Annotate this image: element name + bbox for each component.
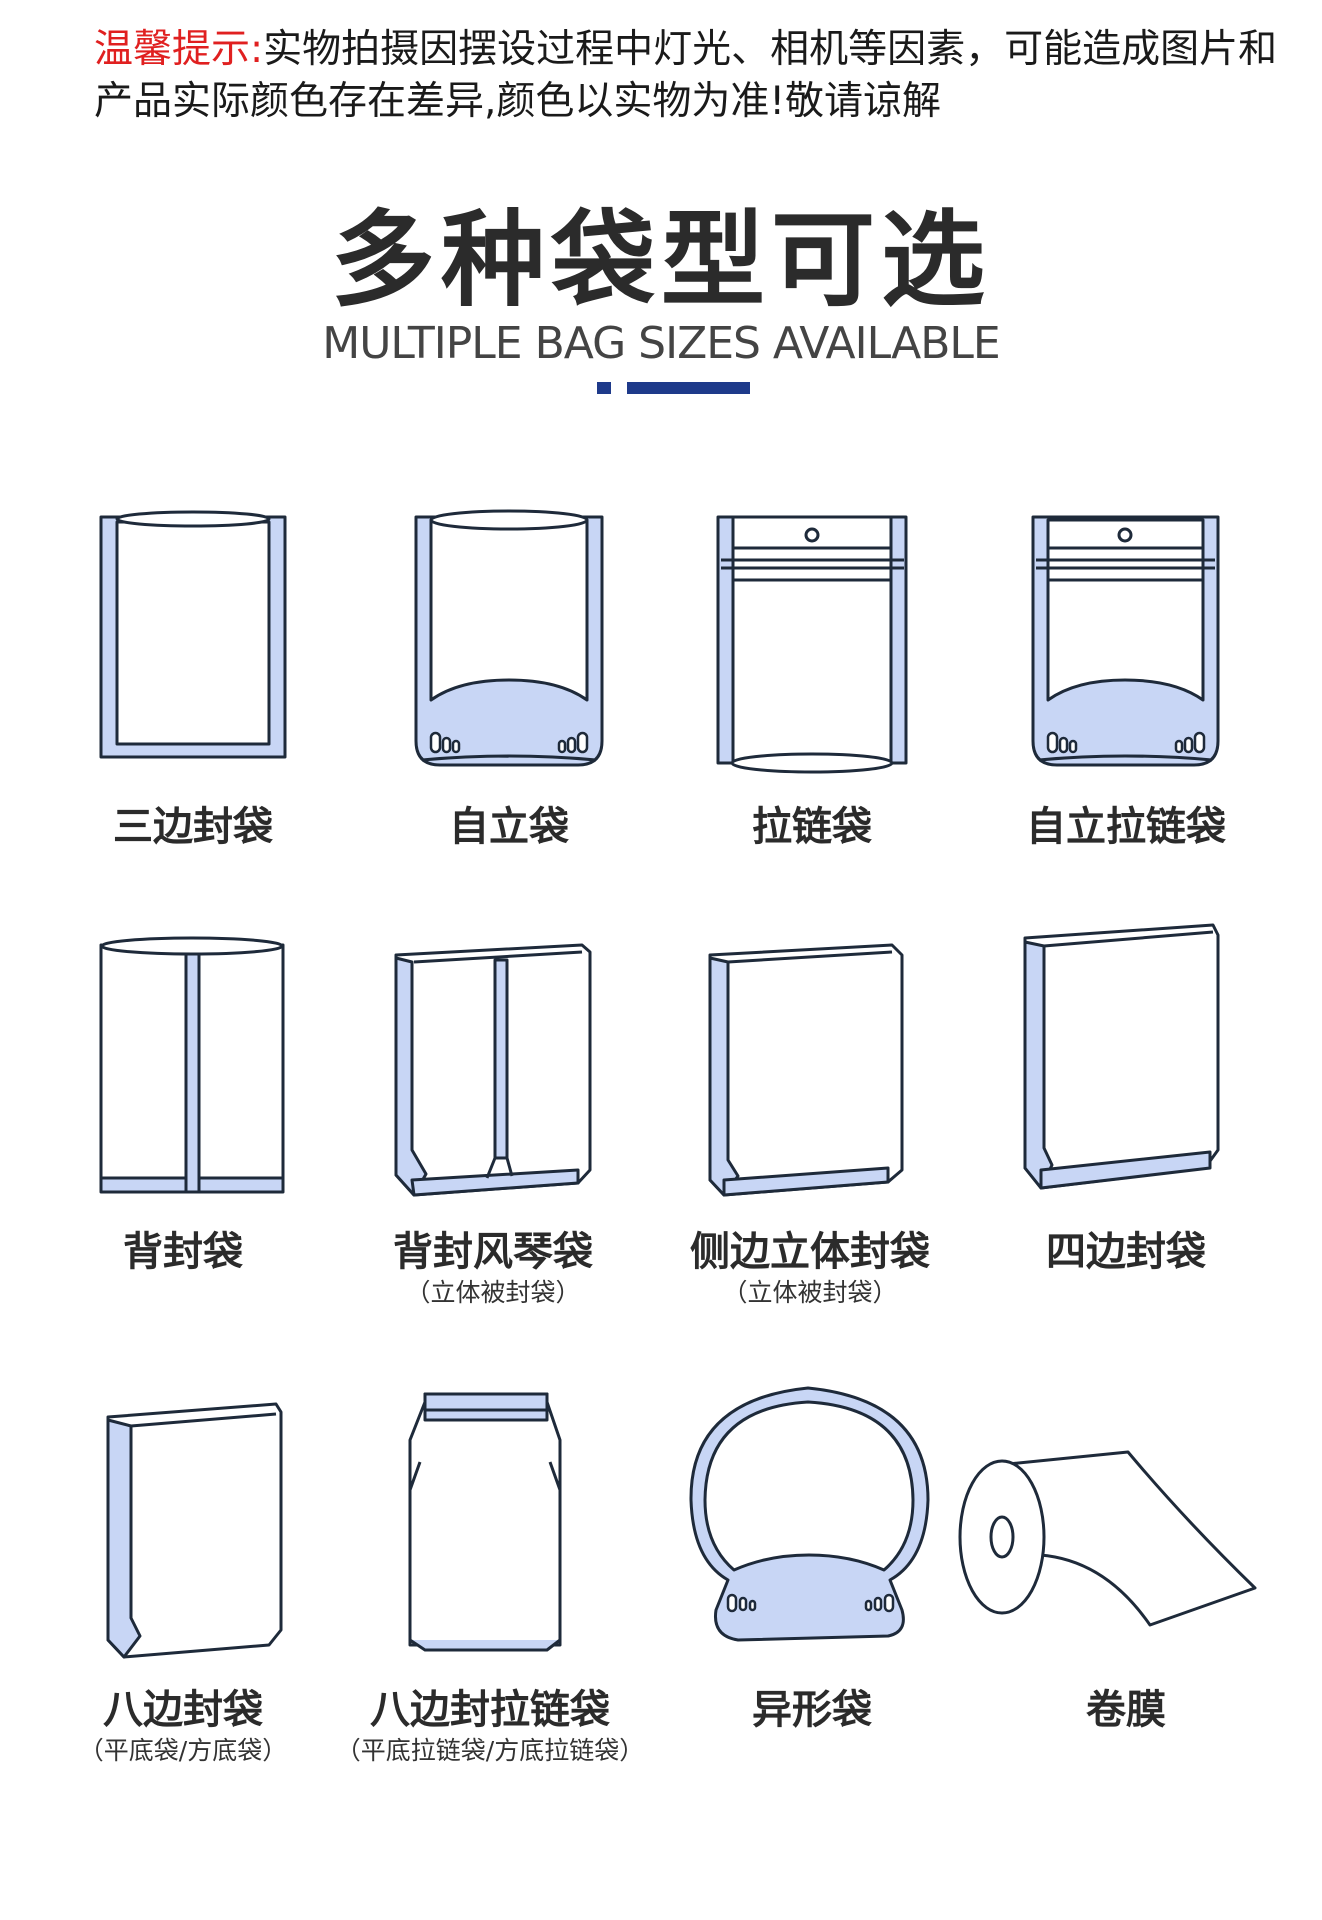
notice-highlight: 温馨提示: <box>94 27 264 72</box>
bag-label-roll-film: 卷膜 <box>1086 1687 1166 1733</box>
shaped-bag-icon <box>689 1386 930 1642</box>
back-seal-gusset-bag-icon <box>394 943 592 1197</box>
notice-text: 温馨提示:实物拍摄因摆设过程中灯光、相机等因素，可能造成图片和产品实际颜色存在差… <box>94 24 1294 128</box>
zipper-bag-icon <box>716 515 908 774</box>
eight-side-seal-bag-icon <box>106 1402 283 1659</box>
bag-label-back-seal: 背封袋 <box>123 1229 243 1275</box>
bag-label-eight-side-seal: 八边封袋 <box>103 1687 263 1733</box>
bag-label-stand-up: 自立袋 <box>449 804 569 850</box>
bag-label-eight-side-zipper: 八边封拉链袋 <box>370 1687 610 1733</box>
page-title: 多种袋型可选 <box>330 199 991 321</box>
roll-film-icon <box>958 1450 1257 1627</box>
side-gusset-bag-icon <box>708 943 904 1197</box>
bag-note-eight-side-seal: （平底袋/方底袋） <box>78 1736 288 1765</box>
accent-bar-large <box>627 382 750 394</box>
bag-note-back-seal-gusset: （立体被封袋） <box>405 1278 581 1307</box>
back-seal-bag-icon <box>99 936 285 1194</box>
bag-note-eight-side-zipper: （平底拉链袋/方底拉链袋） <box>335 1736 645 1765</box>
accent-bar-small <box>597 382 611 394</box>
notice-body: 实物拍摄因摆设过程中灯光、相机等因素，可能造成图片和产品实际颜色存在差异,颜色以… <box>94 27 1278 124</box>
four-side-seal-bag-icon <box>1023 923 1220 1190</box>
bag-label-side-gusset: 侧边立体封袋 <box>690 1229 930 1275</box>
bag-label-three-side-seal: 三边封袋 <box>113 804 273 850</box>
page-subtitle: MULTIPLE BAG SIZES AVAILABLE <box>322 318 1000 369</box>
stand-up-bag-icon <box>414 509 604 767</box>
bag-label-zipper: 拉链袋 <box>752 804 872 850</box>
bag-note-side-gusset: （立体被封袋） <box>722 1278 898 1307</box>
three-side-seal-bag-icon <box>99 510 287 759</box>
stand-up-zipper-bag-icon <box>1031 515 1220 767</box>
bag-label-shaped: 异形袋 <box>752 1687 872 1733</box>
bag-label-stand-up-zipper: 自立拉链袋 <box>1026 804 1226 850</box>
bag-label-four-side-seal: 四边封袋 <box>1046 1229 1206 1275</box>
bag-label-back-seal-gusset: 背封风琴袋 <box>393 1229 593 1275</box>
eight-side-zipper-bag-icon <box>408 1392 562 1652</box>
